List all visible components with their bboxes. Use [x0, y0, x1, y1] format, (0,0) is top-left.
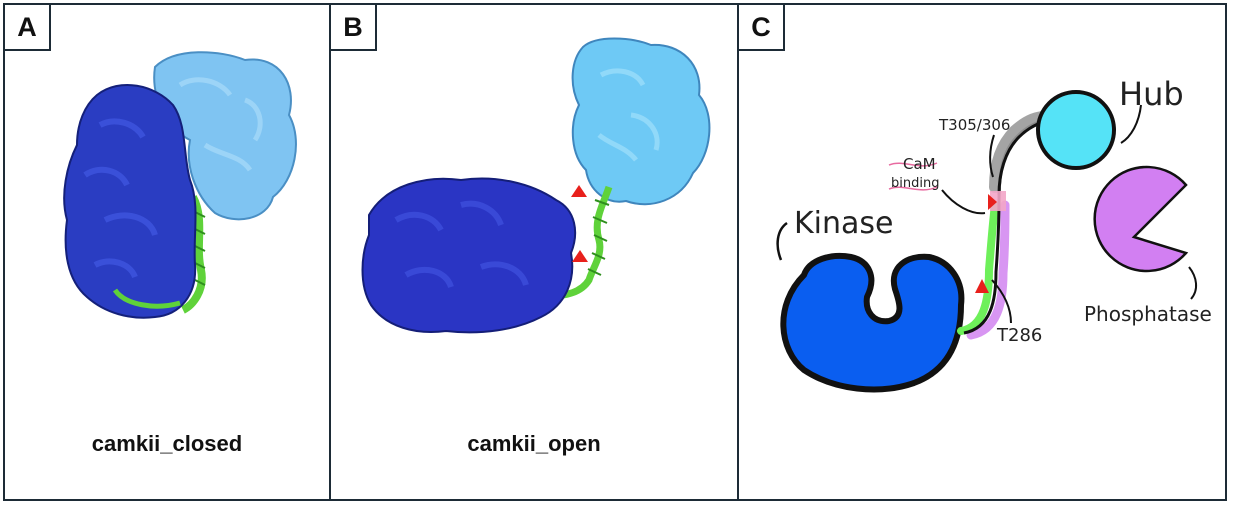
panel-b-caption: camkii_open [467, 431, 601, 456]
t286-label: T286 [996, 325, 1042, 346]
phospho-site-marker-upper [571, 185, 587, 197]
phospho-site-marker-lower [975, 279, 989, 293]
phospho-site-marker-lower [572, 250, 588, 262]
panel-b: B camkii_open [329, 3, 739, 501]
panel-a: A camkii_closed [3, 3, 331, 501]
phosphatase-label: Phosphatase [1084, 302, 1212, 326]
phospho-site-marker-upper [988, 194, 997, 210]
phosphatase-enzyme [1093, 165, 1189, 273]
hub-domain [1036, 90, 1116, 170]
hub-pointer [1120, 104, 1142, 144]
linker-violet-segment [966, 200, 1010, 340]
open-structure-image [361, 37, 711, 334]
cam-label: CaM [903, 155, 936, 173]
panel-c: C Kinase Hub Phosphatase T [737, 3, 1227, 501]
linker-green-segment [957, 201, 999, 335]
hub-domain-surface [153, 51, 297, 221]
panel-c-letter: C [739, 5, 785, 51]
panel-b-letter: B [331, 5, 377, 51]
hub-label: Hub [1119, 75, 1184, 113]
t305-pointer [989, 134, 995, 178]
cam-binding-highlight [990, 191, 1006, 211]
closed-structure-image [63, 51, 297, 319]
kinase-domain [780, 253, 965, 393]
camkii-schematic: Kinase Hub Phosphatase T305/306 CaM bind… [776, 75, 1212, 393]
linker-gray-segment [989, 111, 1051, 193]
phosphatase-pointer [1188, 266, 1197, 300]
t305-label: T305/306 [938, 116, 1010, 134]
t286-pointer [991, 279, 1012, 324]
hub-domain-surface [571, 37, 711, 206]
kinase-domain-surface [63, 83, 197, 319]
panel-a-caption: camkii_closed [91, 431, 243, 456]
kinase-pointer [776, 221, 788, 261]
cam-pointer [941, 189, 986, 215]
binding-label: binding [891, 176, 939, 191]
kinase-label: Kinase [794, 206, 894, 241]
panel-a-letter: A [5, 5, 51, 51]
